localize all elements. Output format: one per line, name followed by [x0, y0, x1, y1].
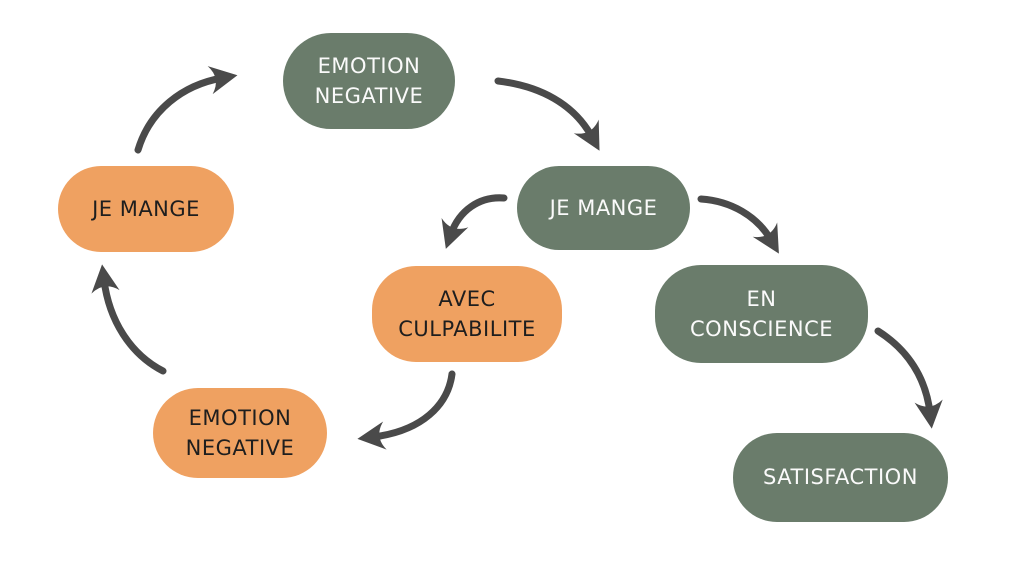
arrow-je-mange-center-to-avec-culpabilite [441, 194, 508, 249]
node-label: NEGATIVE [185, 436, 295, 460]
node-avec-culpabilite: AVEC CULPABILITE [372, 266, 562, 362]
arrow-je-mange-center-to-en-conscience [697, 195, 779, 254]
node-label: CULPABILITE [398, 317, 536, 341]
node-label: SATISFACTION [763, 465, 918, 490]
arrow-je-mange-left-to-emotion-negative-top [134, 66, 238, 154]
arrow-en-conscience-to-satisfaction [874, 327, 943, 429]
arrow-emotion-negative-bottom-to-je-mange-left [91, 264, 167, 375]
node-emotion-negative-top: EMOTION NEGATIVE [283, 33, 455, 129]
arrow-emotion-negative-top-to-je-mange-center [494, 77, 600, 151]
node-label: JE MANGE [92, 196, 200, 221]
arrow-avec-culpabilite-to-emotion-negative-bottom [357, 370, 456, 450]
node-label: NEGATIVE [314, 84, 424, 108]
node-je-mange-center: JE MANGE [517, 166, 690, 250]
node-emotion-negative-bottom: EMOTION NEGATIVE [153, 388, 327, 478]
node-je-mange-left: JE MANGE [58, 166, 234, 252]
node-label: JE MANGE [549, 195, 658, 220]
node-en-conscience: EN CONSCIENCE [655, 265, 868, 363]
node-label: AVEC [438, 286, 496, 311]
node-label: EMOTION [188, 405, 292, 430]
node-label: EN [746, 286, 777, 311]
node-satisfaction: SATISFACTION [733, 433, 948, 522]
node-label: CONSCIENCE [690, 317, 833, 341]
node-label: EMOTION [317, 53, 421, 78]
